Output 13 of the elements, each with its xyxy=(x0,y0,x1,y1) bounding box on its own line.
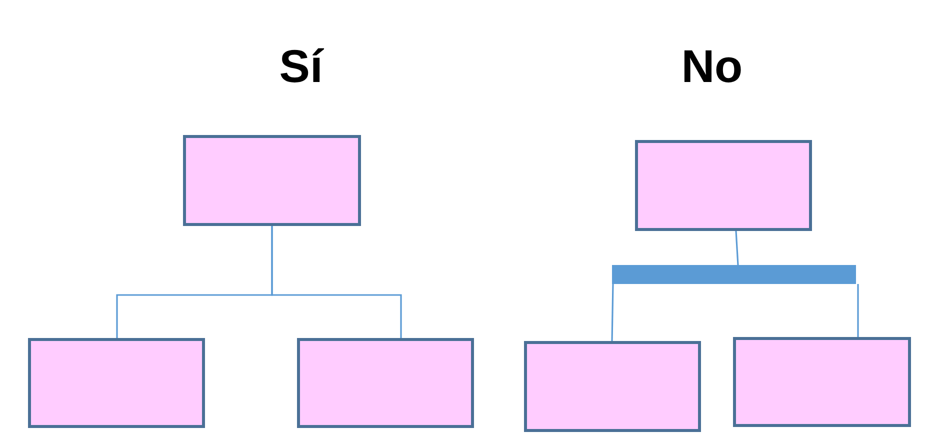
empty-box xyxy=(183,135,361,226)
heading: Sí xyxy=(278,39,325,94)
empty-box xyxy=(635,140,812,231)
connector-line xyxy=(271,226,402,338)
empty-box xyxy=(524,341,701,432)
heading: No xyxy=(680,39,744,94)
connector-line xyxy=(857,284,859,337)
connector-line xyxy=(735,230,739,266)
empty-box xyxy=(28,338,205,428)
connector-bar xyxy=(612,265,856,284)
empty-box xyxy=(733,337,911,427)
empty-box xyxy=(297,338,474,428)
connector-line xyxy=(611,284,614,342)
